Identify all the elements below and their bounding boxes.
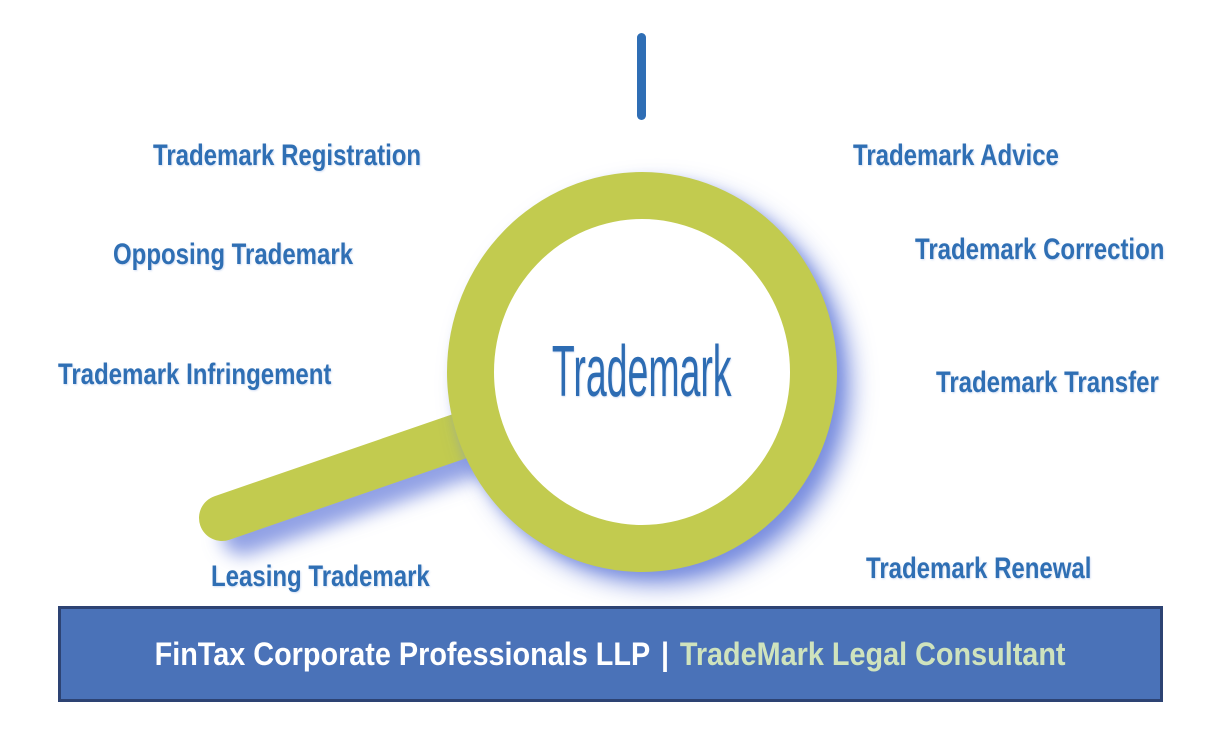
- footer-tagline: TradeMark Legal Consultant: [680, 635, 1066, 672]
- lens-label-container: Trademark: [494, 219, 790, 525]
- service-label-trademark-correction: Trademark Correction: [915, 233, 1165, 266]
- lens-label: Trademark: [552, 332, 732, 412]
- service-label-trademark-registration: Trademark Registration: [153, 139, 422, 172]
- service-label-opposing-trademark: Opposing Trademark: [113, 238, 354, 271]
- service-label-trademark-infringement: Trademark Infringement: [58, 358, 332, 391]
- service-label-trademark-advice: Trademark Advice: [853, 139, 1059, 172]
- service-label-trademark-renewal: Trademark Renewal: [866, 552, 1092, 585]
- service-label-leasing-trademark: Leasing Trademark: [211, 560, 430, 593]
- footer-separator: |: [661, 635, 670, 672]
- top-accent-line: [637, 33, 646, 120]
- footer-banner: FinTax Corporate Professionals LLP | Tra…: [58, 606, 1163, 702]
- footer-text: FinTax Corporate Professionals LLP | Tra…: [155, 636, 1066, 673]
- service-label-trademark-transfer: Trademark Transfer: [936, 366, 1159, 399]
- footer-company-name: FinTax Corporate Professionals LLP: [155, 635, 651, 672]
